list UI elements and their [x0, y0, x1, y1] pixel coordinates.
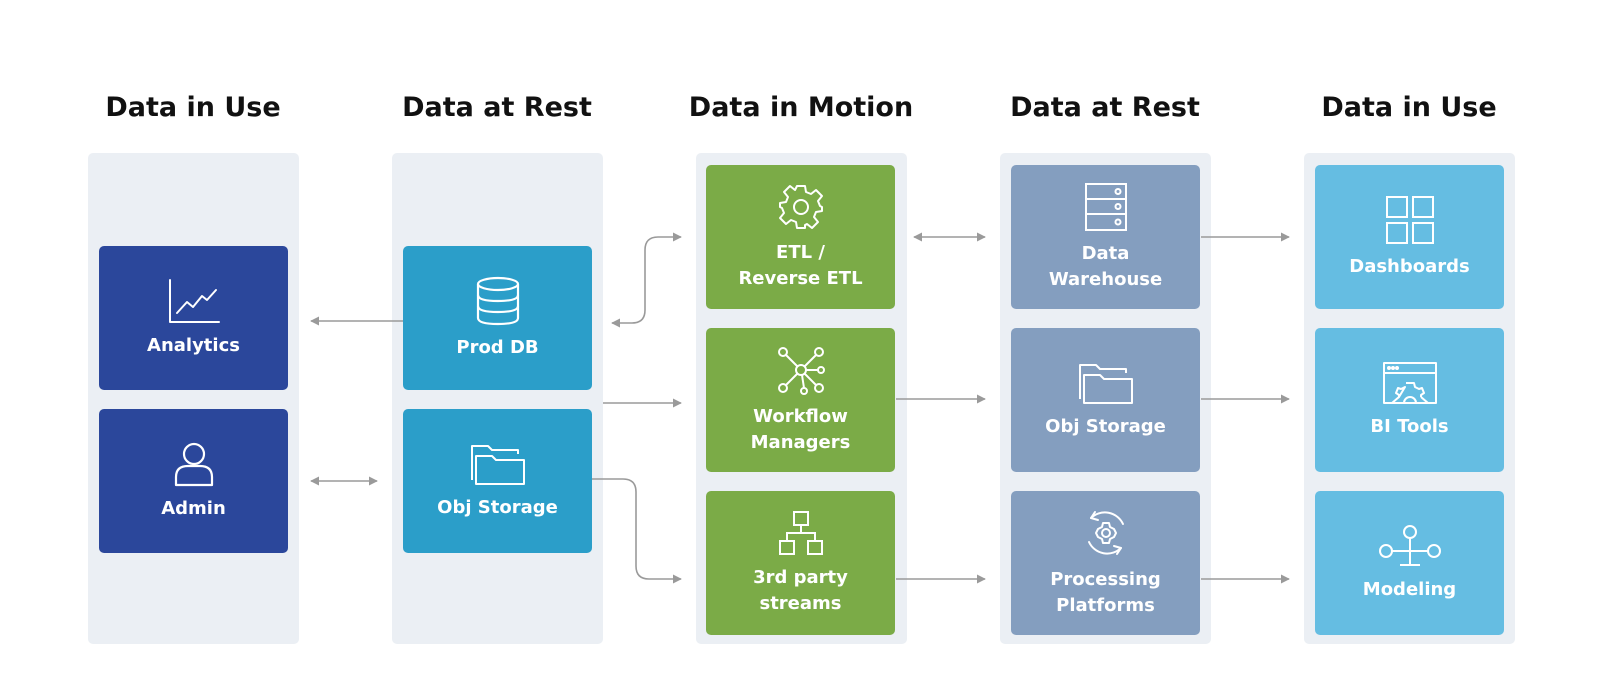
database-icon [475, 276, 521, 326]
browser-gear-icon [1382, 361, 1438, 405]
data-warehouse-label: Data Warehouse [1048, 242, 1163, 290]
prod-db-box[interactable]: Prod DB [403, 246, 592, 390]
network-icon [776, 345, 826, 395]
column-title-data-in-motion: Data in Motion [688, 92, 914, 123]
obj-storage-label-right: Obj Storage [1045, 415, 1166, 437]
user-icon [172, 441, 216, 487]
obj-storage-box-left[interactable]: Obj Storage [403, 409, 592, 553]
modeling-label: Modeling [1362, 578, 1457, 600]
gear-cycle-icon [1081, 508, 1131, 558]
column-title-data-in-use-right: Data in Use [1321, 92, 1497, 123]
workflow-managers-box[interactable]: Workflow Managers [706, 328, 895, 472]
analytics-label: Analytics [147, 334, 240, 356]
obj-storage-label-left: Obj Storage [437, 496, 558, 518]
column-panel-data-in-use-left [88, 153, 299, 644]
prod-db-label: Prod DB [456, 336, 539, 358]
hierarchy-icon [777, 510, 825, 556]
server-icon [1084, 182, 1128, 232]
column-panel-data-at-rest-left [392, 153, 603, 644]
line-chart-icon [167, 278, 221, 324]
arrow-objstorage-to-streams [592, 478, 682, 584]
processing-platforms-box[interactable]: Processing Platforms [1011, 491, 1200, 635]
arrow-proddb-etl-bidirectional [611, 232, 682, 328]
bi-tools-box[interactable]: BI Tools [1315, 328, 1504, 472]
grid-icon [1385, 195, 1435, 245]
modeling-box[interactable]: Modeling [1315, 491, 1504, 635]
folder-icon [1078, 361, 1134, 405]
model-icon [1378, 524, 1442, 568]
gear-icon [777, 183, 825, 231]
column-title-data-at-rest-right: Data at Rest [1010, 92, 1200, 123]
column-title-data-in-use-left: Data in Use [105, 92, 281, 123]
etl-box[interactable]: ETL / Reverse ETL [706, 165, 895, 309]
admin-label: Admin [161, 497, 226, 519]
analytics-box[interactable]: Analytics [99, 246, 288, 390]
column-title-data-at-rest-left: Data at Rest [402, 92, 592, 123]
admin-box[interactable]: Admin [99, 409, 288, 553]
third-party-streams-box[interactable]: 3rd party streams [706, 491, 895, 635]
folder-icon [470, 442, 526, 486]
obj-storage-box-right[interactable]: Obj Storage [1011, 328, 1200, 472]
dashboards-label: Dashboards [1349, 255, 1470, 277]
workflow-managers-label: Workflow Managers [750, 405, 851, 453]
data-warehouse-box[interactable]: Data Warehouse [1011, 165, 1200, 309]
bi-tools-label: BI Tools [1370, 415, 1449, 437]
third-party-streams-label: 3rd party streams [753, 566, 848, 614]
dashboards-box[interactable]: Dashboards [1315, 165, 1504, 309]
etl-label: ETL / Reverse ETL [738, 241, 863, 289]
processing-platforms-label: Processing Platforms [1050, 568, 1161, 616]
